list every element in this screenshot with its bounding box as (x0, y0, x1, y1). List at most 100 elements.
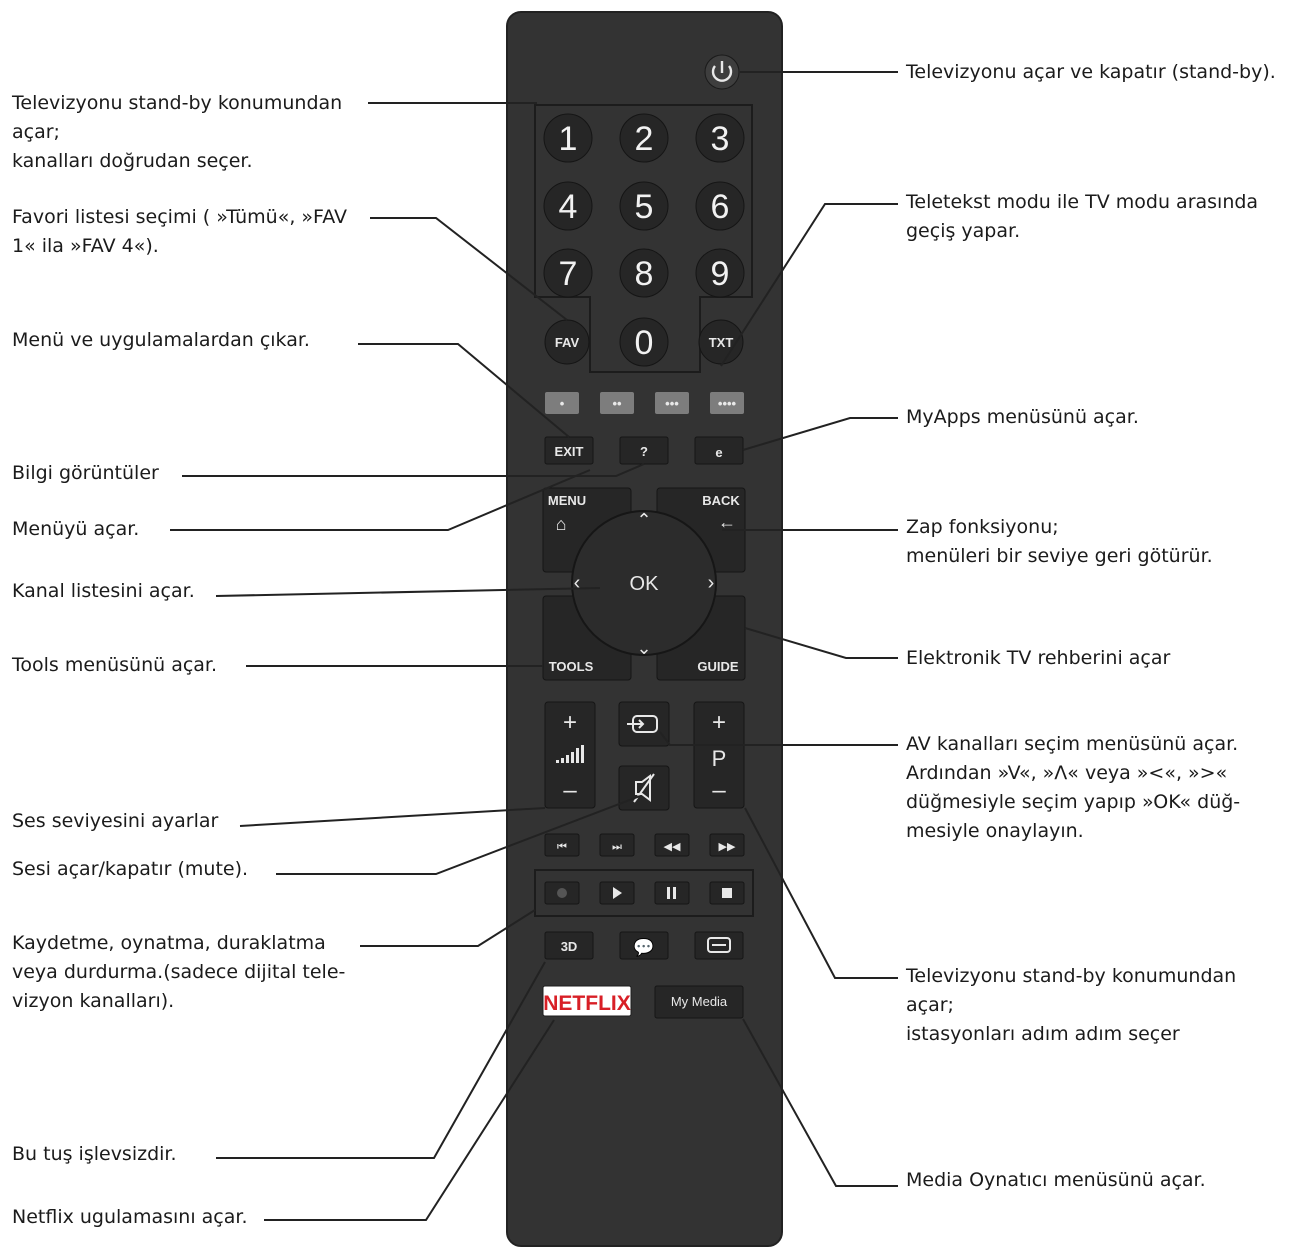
transport-frame (534, 869, 754, 917)
digit-2-label: 2 (635, 120, 654, 158)
fast-forward-button[interactable] (709, 833, 745, 857)
transport-row-1: ⏮ ⏭ ◀◀ ▶▶ (544, 833, 745, 857)
label-epg: Elektronik TV rehberini açar (906, 647, 1171, 669)
numpad-frame (534, 104, 753, 373)
label-av: AV kanalları seçim menüsünü açar.Ardında… (906, 733, 1241, 842)
my-media-button[interactable] (654, 985, 744, 1019)
label-menu: Menüyü açar. (12, 518, 140, 540)
3d-label: 3D (561, 939, 578, 954)
leader-lines (170, 71, 898, 1221)
stop-icon (722, 888, 732, 898)
volume-rocker[interactable] (544, 701, 596, 809)
volume-minus: – (563, 777, 577, 804)
digit-5-button[interactable] (619, 181, 669, 231)
label-volume: Ses seviyesini ayarlar (12, 810, 219, 832)
label-tools: Tools menüsünü açar. (12, 654, 218, 676)
digit-4-label: 4 (559, 188, 578, 226)
digit-keys: 1 2 3 4 5 6 7 8 9 0 (543, 113, 745, 367)
pause-icon (667, 887, 676, 899)
ok-label[interactable]: OK (630, 573, 660, 595)
color-key-3[interactable] (655, 392, 689, 414)
exit-label: EXIT (555, 444, 584, 459)
digit-3-label: 3 (711, 120, 730, 158)
subtitle-icon (707, 937, 731, 953)
netflix-button[interactable] (542, 985, 632, 1017)
chevron-up-icon[interactable]: ⌃ (636, 510, 651, 530)
digit-8-button[interactable] (619, 248, 669, 298)
label-no-function: Bu tuş işlevsizdir. (12, 1143, 177, 1165)
digit-6-label: 6 (711, 188, 730, 226)
chevron-right-icon[interactable]: › (708, 572, 715, 594)
color-key-3-dots: ••• (665, 396, 679, 411)
label-media: Media Oynatıcı menüsünü açar. (906, 1169, 1206, 1191)
guide-label: GUIDE (697, 659, 739, 674)
txt-button[interactable] (698, 319, 744, 365)
fast-forward-icon: ▶▶ (719, 841, 736, 853)
program-label: P (712, 746, 727, 771)
digit-7-button[interactable] (543, 248, 593, 298)
color-key-4[interactable] (710, 392, 744, 414)
digit-1-button[interactable] (543, 113, 593, 163)
color-key-1[interactable] (545, 392, 579, 414)
program-minus: – (712, 777, 726, 804)
digit-0-label: 0 (635, 324, 654, 362)
speech-bubble-icon: 💬 (633, 937, 654, 957)
myapps-button[interactable] (694, 436, 744, 465)
digit-3-button[interactable] (695, 113, 745, 163)
color-key-2-dots: •• (612, 396, 622, 411)
txt-label: TXT (709, 335, 734, 350)
label-info: Bilgi görüntüler (12, 462, 159, 484)
rewind-button[interactable] (654, 833, 690, 857)
label-mute: Sesi açar/kapatır (mute). (12, 858, 249, 880)
chevron-left-icon[interactable]: ‹ (574, 572, 581, 594)
3d-button[interactable] (544, 931, 594, 960)
digit-7-label: 7 (559, 255, 578, 293)
skip-forward-button[interactable] (599, 833, 635, 857)
nav-ring[interactable] (571, 510, 717, 656)
digit-6-button[interactable] (695, 181, 745, 231)
myapps-icon: e (715, 445, 722, 460)
digit-1-label: 1 (559, 120, 578, 158)
skip-back-button[interactable] (544, 833, 580, 857)
pause-button[interactable] (654, 881, 690, 905)
play-icon (613, 887, 622, 899)
back-label: BACK (702, 493, 740, 508)
chat-button[interactable] (619, 931, 669, 960)
program-rocker[interactable] (693, 701, 745, 809)
netflix-logo: NETFLIX (543, 992, 631, 1015)
skip-back-icon: ⏮ (557, 841, 567, 853)
skip-forward-icon: ⏭ (612, 841, 622, 853)
label-exit: Menü ve uygulamalardan çıkar. (12, 329, 310, 351)
volume-plus: + (563, 709, 577, 736)
tools-label: TOOLS (549, 659, 594, 674)
digit-2-button[interactable] (619, 113, 669, 163)
digit-9-label: 9 (711, 255, 730, 293)
digit-4-button[interactable] (543, 181, 593, 231)
record-icon (557, 888, 567, 898)
transport-row-2 (544, 881, 745, 905)
source-input-icon (627, 715, 658, 733)
label-netflix: Netflix ugulamasını açar. (12, 1206, 248, 1228)
info-label: ? (640, 444, 648, 459)
label-zap: Zap fonksiyonu;menüleri bir seviye geri … (906, 516, 1213, 567)
volume-bars-icon (556, 745, 584, 763)
color-key-2[interactable] (600, 392, 634, 414)
label-myapps: MyApps menüsünü açar. (906, 406, 1139, 428)
color-keys: • •• ••• •••• (545, 392, 744, 414)
power-icon (711, 61, 733, 82)
program-plus: + (712, 709, 726, 736)
rewind-icon: ◀◀ (664, 841, 681, 853)
digit-5-label: 5 (635, 188, 654, 226)
back-arrow-icon: ← (718, 512, 736, 532)
digit-0-button[interactable] (619, 317, 669, 367)
label-power: Televizyonu açar ve kapatır (stand-by). (906, 61, 1276, 83)
digit-8-label: 8 (635, 255, 654, 293)
digit-9-button[interactable] (695, 248, 745, 298)
chevron-down-icon[interactable]: ⌄ (636, 638, 651, 658)
fav-label: FAV (555, 335, 580, 350)
